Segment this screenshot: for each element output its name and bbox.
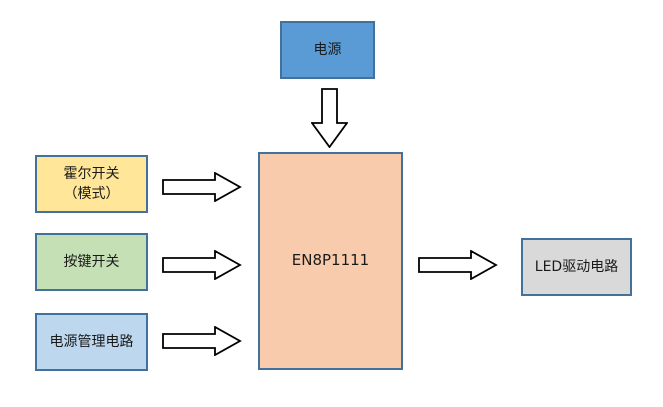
block-power-management-label: 电源管理电路 <box>49 333 134 350</box>
arrow-right-icon <box>418 250 498 280</box>
block-hall-switch: 霍尔开关 （模式） <box>35 155 148 213</box>
block-power-management: 电源管理电路 <box>35 313 148 371</box>
block-mcu-en8p1111: EN8P1111 <box>258 152 403 370</box>
arrow-right-icon <box>162 172 242 202</box>
block-hall-switch-label-line1: 霍尔开关 <box>63 165 120 182</box>
block-hall-switch-label-line2: （模式） <box>63 186 120 202</box>
arrow-right-icon <box>162 250 242 280</box>
block-power-supply: 电源 <box>280 21 375 79</box>
block-button-switch: 按键开关 <box>35 233 148 291</box>
arrow-right-icon <box>162 326 242 356</box>
block-power-supply-label: 电源 <box>313 41 342 58</box>
block-led-driver-label: LED驱动电路 <box>534 258 619 275</box>
block-mcu-label: EN8P1111 <box>291 251 370 270</box>
arrow-down-icon <box>311 88 348 148</box>
block-led-driver: LED驱动电路 <box>521 238 632 296</box>
block-button-switch-label: 按键开关 <box>63 253 120 270</box>
